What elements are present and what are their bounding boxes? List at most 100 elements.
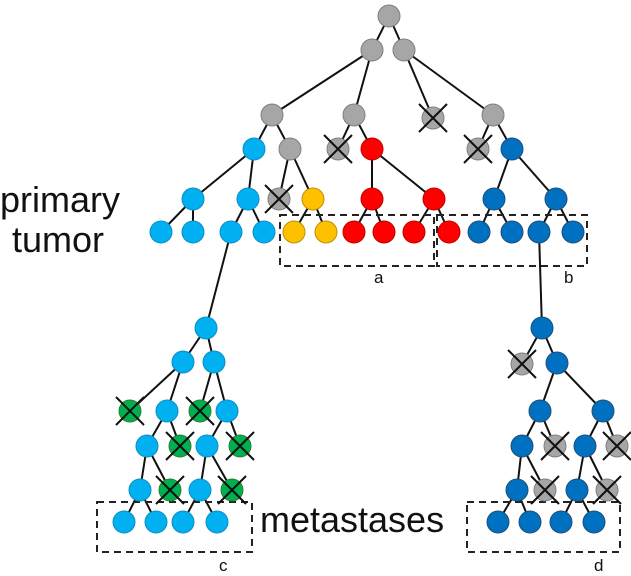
- node-circle: [518, 510, 542, 534]
- tree-edge: [371, 148, 435, 200]
- tree-node-red: [437, 220, 461, 244]
- tree-node-dark-blue: [486, 510, 510, 534]
- node-circle: [301, 187, 325, 211]
- box-label-a: a: [374, 268, 384, 287]
- sample-box-a: [279, 214, 435, 267]
- node-circle: [135, 434, 159, 458]
- tree-edge: [403, 49, 434, 119]
- node-circle: [505, 478, 529, 502]
- node-circle: [282, 220, 306, 244]
- node-circle: [360, 137, 384, 161]
- node-circle: [188, 478, 212, 502]
- extinct-node: [463, 134, 493, 164]
- node-circle: [242, 137, 266, 161]
- cross-mark-icon: [115, 396, 145, 426]
- label-tumor: tumor: [12, 219, 105, 260]
- cross-mark-icon: [185, 396, 215, 426]
- node-circle: [510, 434, 534, 458]
- tree-node-light-blue: [236, 187, 260, 211]
- extinct-node: [507, 349, 537, 379]
- node-circle: [202, 350, 226, 374]
- tree-node-light-blue: [242, 137, 266, 161]
- tree-node-dark-blue: [510, 434, 534, 458]
- tree-node-light-blue: [219, 220, 243, 244]
- node-circle: [377, 4, 401, 28]
- tree-node-dark-blue: [530, 316, 554, 340]
- node-circle: [144, 510, 168, 534]
- node-circle: [205, 510, 229, 534]
- sample-boxes: [96, 214, 621, 553]
- node-circle: [219, 220, 243, 244]
- cross-mark-icon: [418, 103, 448, 133]
- node-circle: [544, 187, 568, 211]
- tree-node-dark-blue: [518, 510, 542, 534]
- node-circle: [314, 220, 338, 244]
- node-circle: [278, 137, 302, 161]
- cross-mark-icon: [217, 475, 247, 505]
- tree-node-light-blue: [202, 350, 226, 374]
- tree-node-light-blue: [252, 220, 276, 244]
- cross-mark-icon: [165, 431, 195, 461]
- tree-edge: [271, 49, 373, 116]
- node-circle: [260, 103, 284, 127]
- node-circle: [565, 478, 589, 502]
- tree-node-light-blue: [188, 478, 212, 502]
- node-circle: [195, 434, 219, 458]
- tree-edge: [403, 49, 494, 116]
- tree-node-dark-blue: [545, 351, 569, 375]
- tree-node-red: [402, 220, 426, 244]
- tree-node-dark-blue: [482, 187, 506, 211]
- tree-node-dark-blue: [467, 220, 491, 244]
- tree-node-yellow: [314, 220, 338, 244]
- tree-node-light-blue: [181, 187, 205, 211]
- label-metastases: metastases: [260, 499, 445, 540]
- tree-node-red: [342, 220, 366, 244]
- node-circle: [500, 137, 524, 161]
- cross-mark-icon: [463, 134, 493, 164]
- tree-node-dark-blue: [544, 187, 568, 211]
- node-circle: [342, 220, 366, 244]
- tree-node-light-blue: [128, 478, 152, 502]
- tree-node-gray: [342, 103, 366, 127]
- tree-node-dark-blue: [573, 434, 597, 458]
- node-circle: [181, 220, 205, 244]
- node-circle: [591, 399, 615, 423]
- extinct-node: [217, 475, 247, 505]
- tree-node-gray: [360, 38, 384, 62]
- node-circle: [530, 316, 554, 340]
- node-circle: [528, 399, 552, 423]
- cross-mark-icon: [264, 184, 294, 214]
- extinct-node: [418, 103, 448, 133]
- node-circle: [236, 187, 260, 211]
- node-circle: [500, 220, 524, 244]
- node-circle: [561, 220, 585, 244]
- node-circle: [171, 510, 195, 534]
- sample-box-c: [96, 501, 253, 553]
- extinct-node: [592, 475, 622, 505]
- cross-mark-icon: [507, 349, 537, 379]
- tree-node-light-blue: [215, 399, 239, 423]
- node-circle: [252, 220, 276, 244]
- node-circle: [215, 399, 239, 423]
- extinct-node: [225, 431, 255, 461]
- tree-node-yellow: [282, 220, 306, 244]
- node-circle: [128, 478, 152, 502]
- tree-node-dark-blue: [500, 137, 524, 161]
- tree-node-red: [372, 220, 396, 244]
- tree-node-gray: [278, 137, 302, 161]
- node-circle: [545, 351, 569, 375]
- tree-nodes: [112, 4, 631, 534]
- cross-mark-icon: [323, 134, 353, 164]
- tree-edge: [205, 231, 232, 329]
- tree-node-dark-blue: [582, 510, 606, 534]
- tree-node-dark-blue: [565, 478, 589, 502]
- tree-node-red: [422, 187, 446, 211]
- tree-node-dark-blue: [505, 478, 529, 502]
- cross-mark-icon: [592, 475, 622, 505]
- node-circle: [194, 316, 218, 340]
- node-circle: [402, 220, 426, 244]
- extinct-node: [155, 475, 185, 505]
- extinct-node: [165, 431, 195, 461]
- extinct-node: [323, 134, 353, 164]
